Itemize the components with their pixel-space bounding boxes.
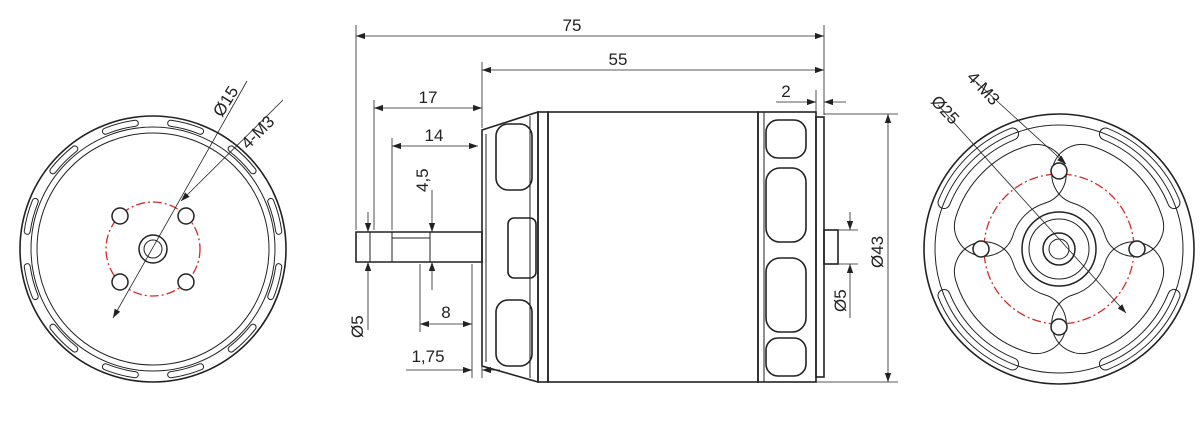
- rear-inner-rim: [934, 124, 1184, 374]
- front-mount-hole: [177, 207, 195, 225]
- rear-bearing: [1042, 232, 1076, 266]
- rear-offset-label: 2: [781, 82, 790, 101]
- motor-body: [547, 111, 759, 383]
- rear-edge-slot: [1098, 289, 1181, 371]
- shaft-length-label: 17: [419, 88, 438, 107]
- rear-diameter-leader: [937, 104, 1127, 314]
- front-inner-rim: [30, 126, 276, 372]
- front-shaft-diameter-label: Ø5: [348, 315, 367, 338]
- flat-start-label: 8: [441, 303, 450, 322]
- front-vent-slot: [267, 197, 283, 235]
- side-view: 75 55 17 14 4,5 8 1,75 Ø5: [348, 16, 898, 384]
- shaft-steps: [369, 232, 431, 262]
- front-vent-slot: [101, 363, 139, 379]
- rear-edge-slot: [1098, 127, 1181, 209]
- shaft: [355, 231, 483, 263]
- rear-vent: [765, 119, 807, 159]
- overall-length-label: 75: [563, 16, 582, 35]
- front-vent-slot: [101, 119, 139, 135]
- rear-outer-rim: [923, 113, 1195, 385]
- flat-depth-label: 4,5: [413, 168, 432, 192]
- front-vent-slots: [23, 119, 283, 379]
- front-bolt-circle-centerline: [105, 201, 201, 297]
- front-vent-slot: [49, 145, 79, 175]
- front-vent-slot: [23, 197, 39, 235]
- rear-mount-hole: [1050, 318, 1068, 336]
- rear-thread-leader: [973, 79, 1067, 165]
- rear-shaft-stub: [823, 229, 839, 265]
- rear-vent: [765, 167, 807, 243]
- rear-can: [757, 111, 817, 383]
- front-diameter-leader: [112, 80, 248, 319]
- rear-thread-label: 4-M3: [963, 68, 1003, 109]
- shoulder-label: 1,75: [411, 347, 444, 366]
- front-thread-label: 4-M3: [237, 112, 278, 153]
- front-vent: [495, 299, 533, 367]
- rear-view: Ø25 4-M3: [923, 68, 1195, 385]
- front-vent-slot: [167, 363, 205, 379]
- front-vent-slot: [267, 263, 283, 301]
- front-view: Ø15 4-M3: [19, 80, 287, 383]
- front-vent-slot: [227, 145, 257, 175]
- front-mount-hole: [111, 273, 129, 291]
- rear-edge-slots: [937, 127, 1181, 371]
- front-thread-leader: [180, 99, 284, 202]
- rear-vent: [765, 337, 807, 377]
- rear-diameter-label: Ø25: [927, 92, 963, 128]
- rear-hub-ring: [1028, 218, 1090, 280]
- body-length-label: 55: [609, 50, 628, 69]
- rear-cap: [815, 116, 825, 378]
- front-outer-rim: [19, 115, 287, 383]
- shaft-flat-label: 14: [425, 126, 444, 145]
- rear-shaft-diameter-label: Ø5: [831, 289, 850, 312]
- rear-mount-hole: [1050, 162, 1068, 180]
- front-mount-hole: [177, 273, 195, 291]
- body-flange: [537, 111, 549, 383]
- rear-mount-hole: [1128, 240, 1146, 258]
- front-shaft-bore: [143, 239, 163, 259]
- rear-edge-slot: [937, 127, 1020, 209]
- front-vent-slot: [227, 323, 257, 353]
- rear-edge-slot: [937, 289, 1020, 371]
- front-vent-slot: [49, 323, 79, 353]
- rear-vent: [765, 257, 807, 333]
- front-vent-slot: [23, 263, 39, 301]
- body-diameter-label: Ø43: [868, 236, 887, 268]
- front-diameter-label: Ø15: [209, 83, 242, 120]
- front-face: [36, 132, 270, 366]
- front-vent-slot: [167, 119, 205, 135]
- front-vent: [507, 217, 537, 279]
- rear-mount-hole: [972, 240, 990, 258]
- front-shaft-boss: [138, 234, 168, 264]
- front-bell-edges: [485, 116, 531, 378]
- front-mount-hole: [111, 207, 129, 225]
- front-vent: [495, 123, 533, 191]
